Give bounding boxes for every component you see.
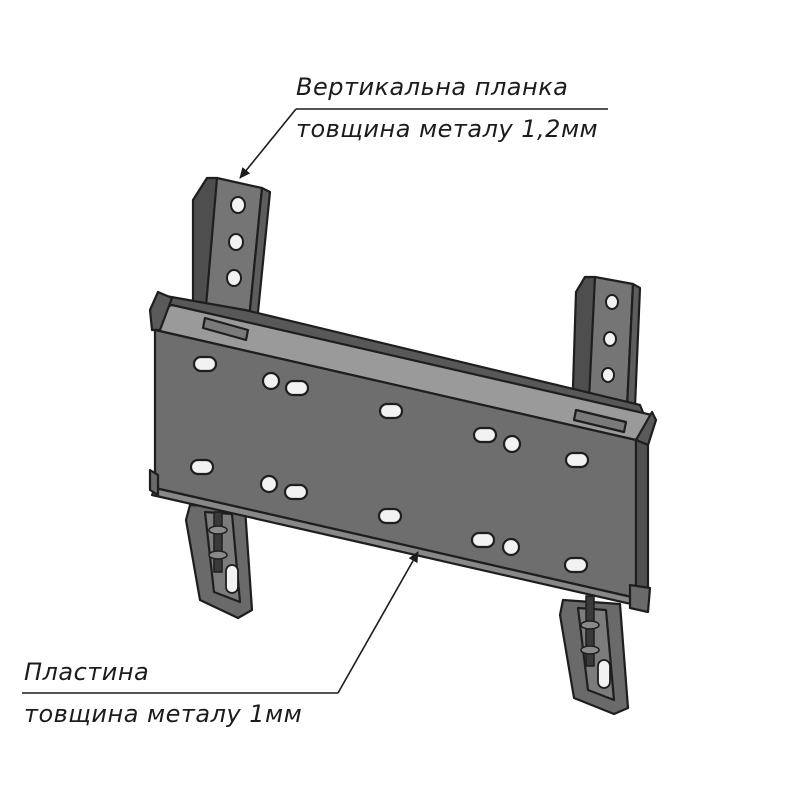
plate-slot <box>563 556 589 574</box>
plate-slot <box>378 402 404 420</box>
strip-hole <box>226 269 242 287</box>
bottom-callout-arrow <box>337 551 419 694</box>
mounting-plate <box>148 290 658 614</box>
plate-slot <box>472 426 498 444</box>
plate-slot <box>470 531 496 549</box>
left-lower-bracket <box>184 503 254 620</box>
strip-hole <box>603 331 617 347</box>
strip-hole <box>228 233 244 251</box>
plate-hole <box>259 474 279 494</box>
strip-hole <box>605 294 619 310</box>
plate-slot <box>564 451 590 469</box>
top-callout: Вертикальна планка товщина металу 1,2мм <box>239 73 608 179</box>
bottom-callout-title: Пластина <box>24 658 149 686</box>
plate-slot <box>284 379 310 397</box>
plate-slot <box>192 355 218 373</box>
plate-hole <box>502 434 522 454</box>
plate-slot <box>189 458 215 476</box>
plate-hole <box>261 371 281 391</box>
plate-slot <box>377 507 403 525</box>
right-strip-tab <box>572 408 628 434</box>
top-callout-thickness: товщина металу 1,2мм <box>296 115 598 143</box>
plate-hole <box>501 537 521 557</box>
strip-hole <box>230 196 246 214</box>
left-vertical-strip <box>191 176 272 334</box>
left-strip-tab <box>201 316 250 342</box>
right-lower-bracket <box>558 595 630 716</box>
plate-slot <box>283 483 309 501</box>
top-callout-title: Вертикальна планка <box>296 73 568 101</box>
bottom-callout-thickness: товщина металу 1мм <box>24 700 302 728</box>
bottom-callout: Пластина товщина металу 1мм <box>22 551 419 728</box>
strip-hole <box>601 367 615 383</box>
right-vertical-strip <box>570 275 642 432</box>
top-callout-arrow <box>239 108 297 179</box>
